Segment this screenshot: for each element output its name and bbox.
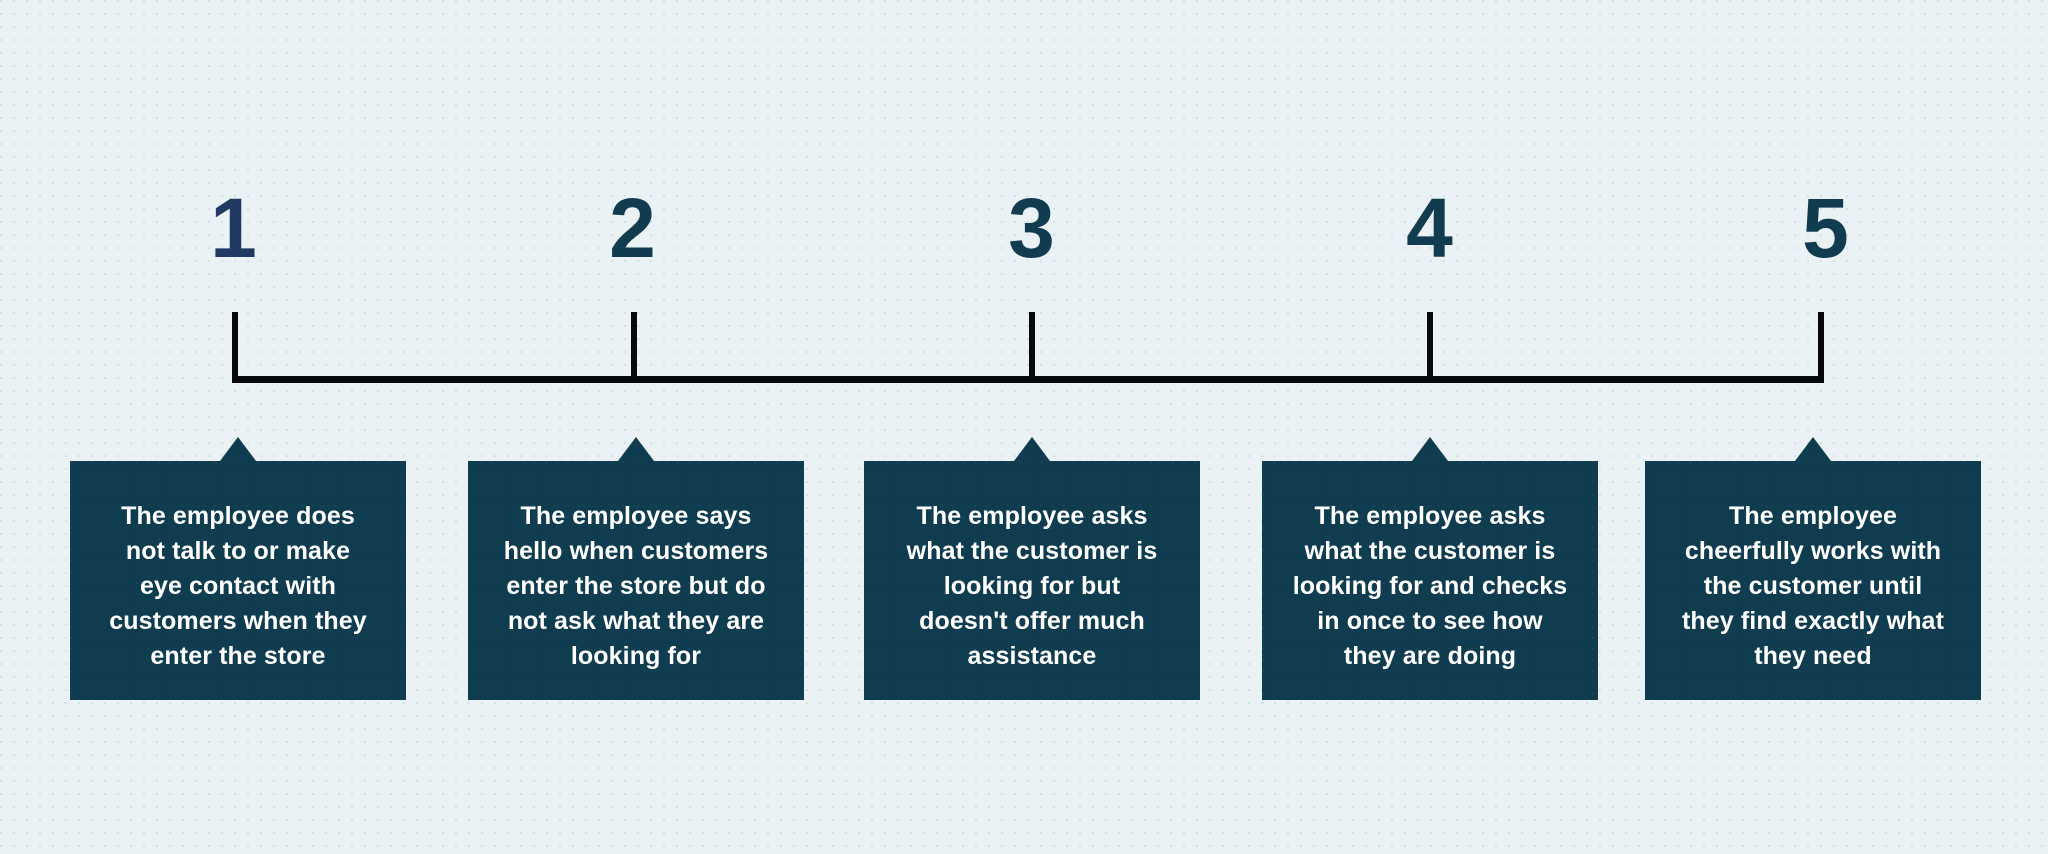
axis-tick-4 <box>1427 312 1433 380</box>
card-description-4: The employee asks what the customer is l… <box>1292 502 1568 670</box>
scale-card-2: The employee says hello when customers e… <box>468 437 804 700</box>
axis-tick-1 <box>232 312 238 380</box>
card-body-1: The employee does not talk to or make ey… <box>70 461 406 700</box>
card-pointer-3 <box>864 437 1200 461</box>
scale-card-4: The employee asks what the customer is l… <box>1262 437 1598 700</box>
scale-card-3: The employee asks what the customer is l… <box>864 437 1200 700</box>
card-pointer-5 <box>1645 437 1981 461</box>
card-pointer-4 <box>1262 437 1598 461</box>
axis-tick-3 <box>1029 312 1035 380</box>
scale-number-2: 2 <box>609 181 656 275</box>
card-pointer-1 <box>70 437 406 461</box>
card-body-5: The employee cheerfully works with the c… <box>1645 461 1981 700</box>
card-description-5: The employee cheerfully works with the c… <box>1682 502 1944 670</box>
card-description-3: The employee asks what the customer is l… <box>906 502 1158 670</box>
scale-number-1: 1 <box>210 181 257 275</box>
axis-tick-5 <box>1818 312 1824 380</box>
card-body-3: The employee asks what the customer is l… <box>864 461 1200 700</box>
scale-number-4: 4 <box>1406 181 1453 275</box>
card-description-2: The employee says hello when customers e… <box>503 502 769 670</box>
scale-number-3: 3 <box>1008 181 1055 275</box>
card-body-4: The employee asks what the customer is l… <box>1262 461 1598 700</box>
card-body-2: The employee says hello when customers e… <box>468 461 804 700</box>
card-description-1: The employee does not talk to or make ey… <box>109 502 367 670</box>
timeline-axis-line <box>232 376 1824 383</box>
axis-tick-2 <box>631 312 637 380</box>
card-pointer-2 <box>468 437 804 461</box>
scale-card-1: The employee does not talk to or make ey… <box>70 437 406 700</box>
scale-number-5: 5 <box>1802 181 1849 275</box>
scale-card-5: The employee cheerfully works with the c… <box>1645 437 1981 700</box>
